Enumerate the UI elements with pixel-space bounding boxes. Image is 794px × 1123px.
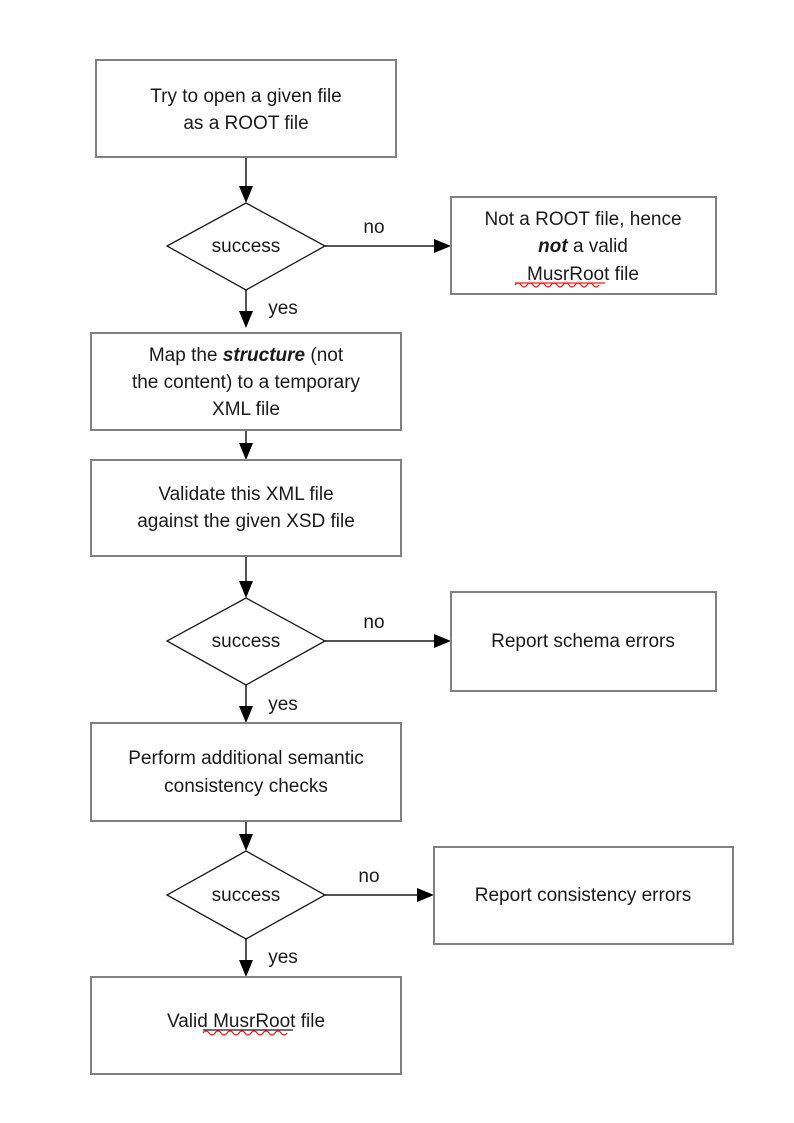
map-structure-line-1-pre: Map the <box>149 345 223 366</box>
valid-result-misspelled-word: MusrRoot <box>213 1011 296 1032</box>
semantic-checks-line-2: consistency checks <box>164 776 328 797</box>
not-root-line-3: MusrRoot file <box>527 264 639 285</box>
connector-decision2-no <box>325 634 451 648</box>
node-decision-open-success[interactable]: success <box>165 202 327 291</box>
map-structure-line-2: the content) to a temporary <box>132 372 361 393</box>
decision-open-label: success <box>212 236 281 257</box>
report-consistency-errors-label: Report consistency errors <box>475 885 691 906</box>
connector-map-to-validate <box>239 430 253 460</box>
report-schema-errors-label: Report schema errors <box>491 631 675 652</box>
edge-label-no-3: no <box>358 866 379 887</box>
connector-decision2-yes <box>239 685 253 723</box>
map-structure-line-1: Map the structure (not <box>149 345 344 366</box>
not-root-line-1: Not a ROOT file, hence <box>484 209 681 230</box>
node-report-consistency-errors[interactable]: Report consistency errors <box>433 846 734 945</box>
connector-decision3-yes <box>239 939 253 977</box>
not-root-line-2-rest: a valid <box>568 236 628 257</box>
decision-consistency-label: success <box>212 885 281 906</box>
edge-label-no-2: no <box>363 612 384 633</box>
connector-open-to-decision1 <box>239 157 253 203</box>
node-open-file[interactable]: Try to open a given file as a ROOT file <box>95 59 397 158</box>
not-root-misspelled-word: MusrRoot <box>527 264 610 285</box>
node-semantic-checks[interactable]: Perform additional semantic consistency … <box>90 722 402 822</box>
decision-schema-label: success <box>212 631 281 652</box>
map-structure-line-3: XML file <box>212 399 280 420</box>
open-file-line-1: Try to open a given file <box>150 86 342 107</box>
connector-decision1-no <box>325 239 451 253</box>
node-report-schema-errors[interactable]: Report schema errors <box>450 591 717 692</box>
open-file-line-2: as a ROOT file <box>183 113 308 134</box>
node-validate-xml[interactable]: Validate this XML file against the given… <box>90 459 402 557</box>
edge-label-yes-1: yes <box>268 298 298 319</box>
node-decision-schema-success[interactable]: success <box>165 597 327 686</box>
edge-label-yes-2: yes <box>268 694 298 715</box>
edge-label-no-1: no <box>363 217 384 238</box>
semantic-checks-line-1: Perform additional semantic <box>128 748 364 769</box>
node-decision-consistency-success[interactable]: success <box>165 850 327 940</box>
validate-xml-line-1: Validate this XML file <box>158 484 333 505</box>
map-structure-line-1-post: (not <box>305 345 344 366</box>
edge-label-yes-3: yes <box>268 947 298 968</box>
valid-result-pre: Valid <box>167 1011 213 1032</box>
node-map-structure[interactable]: Map the structure (not the content) to a… <box>90 332 402 431</box>
connector-decision1-yes <box>239 290 253 328</box>
connector-validate-to-decision2 <box>239 556 253 598</box>
connector-decision3-no <box>325 888 434 902</box>
valid-result-post: file <box>295 1011 325 1032</box>
not-root-emphasis: not <box>538 236 568 257</box>
spellcheck-squiggle-valid-result <box>202 1030 288 1036</box>
connector-semantic-to-decision3 <box>239 821 253 851</box>
not-root-line-2: not a valid <box>538 236 628 257</box>
not-root-line-3-rest: file <box>609 264 639 285</box>
map-structure-emphasis: structure <box>223 345 306 366</box>
validate-xml-line-2: against the given XSD file <box>137 511 355 532</box>
node-not-root-file[interactable]: Not a ROOT file, hence not a valid MusrR… <box>450 196 717 295</box>
valid-result-line: Valid MusrRoot file <box>167 1011 325 1032</box>
node-valid-musrroot-file[interactable]: Valid MusrRoot file <box>90 976 402 1075</box>
